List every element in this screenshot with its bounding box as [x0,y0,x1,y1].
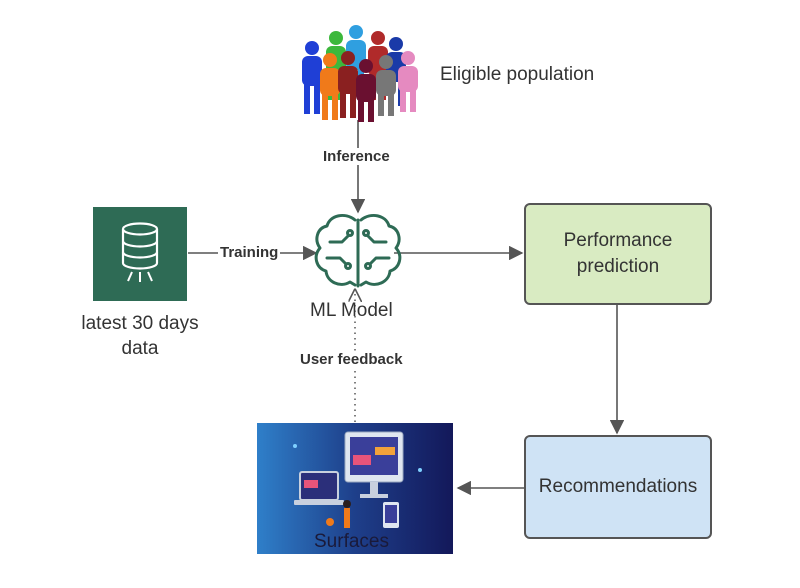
database-icon [93,207,187,301]
recommendations-box: Recommendations [524,435,712,539]
eligible-population-label: Eligible population [440,64,595,85]
user-feedback-label: User feedback [298,351,405,368]
devices-illustration-icon [257,423,453,554]
recommendations-label: Recommendations [538,476,698,497]
brain-circuit-icon [314,213,402,288]
surfaces-label: Surfaces [314,531,389,552]
people-crowd-icon [302,25,418,122]
training-label: Training [218,244,281,261]
performance-prediction-box: Performance prediction [524,203,712,305]
ml-model-label: ML Model [310,300,393,321]
inference-label: Inference [321,148,392,165]
data-source-label: latest 30 days data [81,313,199,359]
performance-prediction-label: Performance prediction [563,230,673,277]
